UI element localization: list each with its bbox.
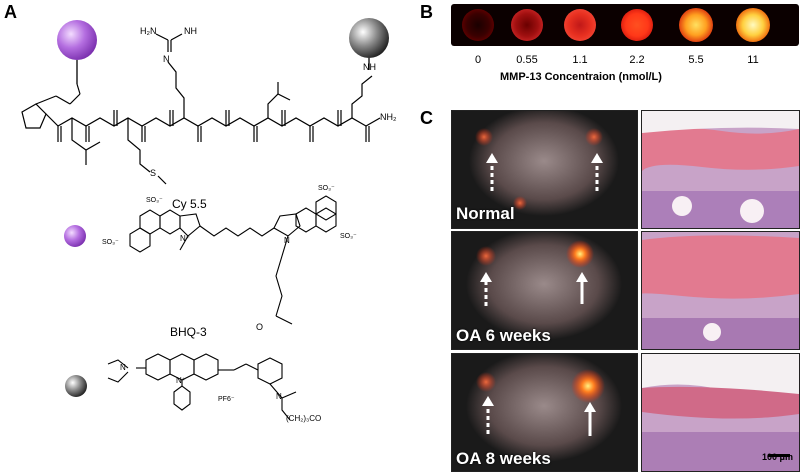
- peptide-backbone: [21, 33, 381, 185]
- group-label-oa-8-weeks: OA 8 weeks: [456, 449, 551, 468]
- bhq3-n-right: N: [276, 392, 282, 401]
- cy55-n-plus: N⁺: [180, 234, 190, 243]
- fluorescence-well-strip: [451, 4, 799, 46]
- c-terminal-nh2: NH₂: [380, 112, 397, 122]
- methionine-s: S: [150, 168, 157, 178]
- guanidine-h2n: H₂N: [140, 26, 157, 36]
- cy55-so3-2: SO₃⁻: [102, 239, 119, 246]
- lysine-nh: NH: [363, 62, 376, 72]
- cy55-o: O: [256, 322, 264, 332]
- well-1: [511, 9, 543, 41]
- conc-label-2: 1.1: [572, 54, 588, 66]
- group-label-oa-6-weeks: OA 6 weeks: [456, 326, 551, 345]
- well-3: [621, 9, 653, 41]
- bhq3-pf6: PF6⁻: [218, 396, 235, 403]
- conc-label-3: 2.2: [629, 54, 645, 66]
- bhq3-sphere: [349, 18, 389, 58]
- conc-label-5: 11: [747, 54, 759, 66]
- scale-bar-label: 100 μm: [762, 452, 794, 462]
- cy55-structure: [129, 195, 337, 325]
- cy55-key-sphere: [64, 225, 86, 247]
- bhq3-n-plus: N⁺: [176, 376, 186, 385]
- well-4: [679, 8, 713, 42]
- guanidine-n: N: [163, 54, 170, 64]
- cy55-so3-3: SO₃⁻: [318, 185, 335, 192]
- panel-a-label: A: [4, 2, 17, 22]
- histology-image-oa-8-weeks: [641, 353, 800, 472]
- conc-label-0: 0: [474, 54, 482, 66]
- mouse-image-normal: [451, 110, 638, 229]
- cy55-sphere: [57, 20, 97, 60]
- group-label-normal: Normal: [456, 204, 515, 223]
- bhq3-label: BHQ-3: [170, 325, 207, 339]
- well-5: [736, 8, 770, 42]
- concentration-axis-label: MMP-13 Concentraion (nmol/L): [500, 71, 662, 83]
- conc-label-4: 5.5: [688, 54, 704, 66]
- cy55-so3-4: SO₃⁻: [340, 233, 357, 240]
- cy55-label: Cy 5.5: [172, 197, 207, 211]
- guanidine-nh: NH: [184, 26, 197, 36]
- panel-c-label: C: [420, 108, 433, 128]
- panel-a-structures: [21, 18, 389, 421]
- bhq3-chain: (CH₂)₃CO: [286, 414, 322, 423]
- well-0: [462, 9, 494, 41]
- panel-b-label: B: [420, 2, 433, 22]
- histology-image-oa-6-weeks: [641, 231, 800, 350]
- conc-label-1: 0.55: [516, 54, 538, 66]
- cy55-so3-1: SO₃⁻: [146, 197, 163, 204]
- bhq3-key-sphere: [65, 375, 87, 397]
- bhq3-structure: [107, 353, 297, 421]
- well-2: [564, 9, 596, 41]
- cy55-n: N: [284, 236, 290, 245]
- mouse-image-oa-6-weeks: [451, 231, 638, 350]
- histology-image-normal: [641, 110, 800, 229]
- bhq3-n-left: N: [120, 363, 126, 372]
- fluorescence-wells: [462, 8, 770, 42]
